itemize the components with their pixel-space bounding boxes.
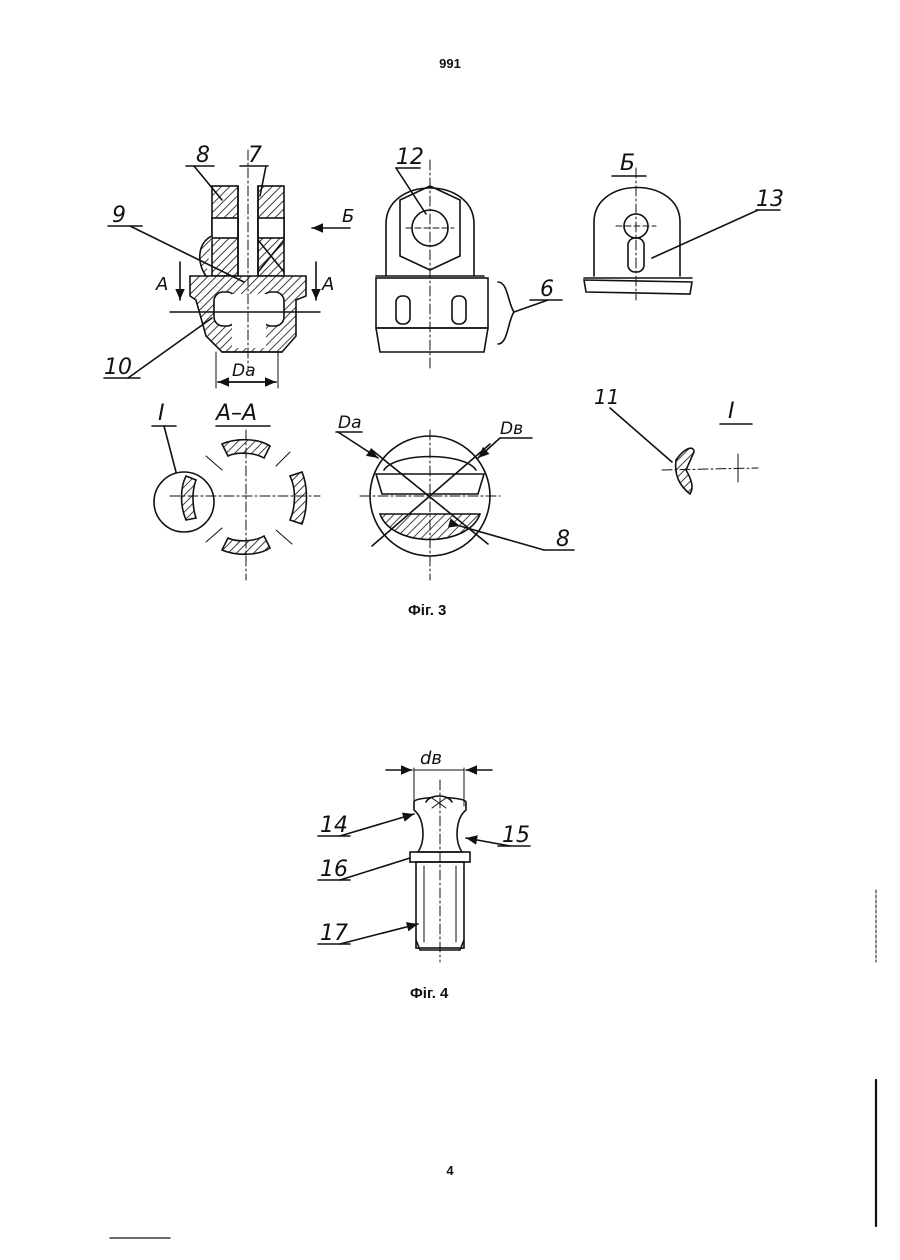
label-6: 6 xyxy=(540,277,554,302)
label-8: 8 xyxy=(196,143,210,168)
label-I-right: I xyxy=(728,399,735,424)
label-B-view: Б xyxy=(620,151,635,176)
label-7: 7 xyxy=(248,143,262,168)
label-8-circle: 8 xyxy=(556,527,570,552)
label-A-left: A xyxy=(155,274,168,295)
page-footer-number: 4 xyxy=(0,1163,900,1178)
label-13: 13 xyxy=(756,187,784,212)
label-14: 14 xyxy=(320,813,348,838)
section-view-left xyxy=(104,150,350,388)
label-11: 11 xyxy=(594,385,619,409)
figure-4-caption: Фіг. 4 xyxy=(410,985,448,1002)
label-A-right: A xyxy=(321,274,334,295)
figure-3-caption: Фіг. 3 xyxy=(408,602,446,619)
label-db: dв xyxy=(420,748,442,769)
label-17: 17 xyxy=(320,921,348,946)
label-9: 9 xyxy=(112,203,126,228)
section-A-A xyxy=(152,426,320,580)
label-10: 10 xyxy=(104,355,132,380)
label-16: 16 xyxy=(320,857,348,882)
label-Da: Dа xyxy=(232,361,256,381)
external-view-middle xyxy=(376,160,562,370)
view-B-right xyxy=(584,168,780,300)
label-A-A: A–A xyxy=(214,401,257,426)
stud-figure-4 xyxy=(318,768,530,962)
label-Da-circle: Dа xyxy=(338,413,362,433)
circular-section xyxy=(336,430,574,580)
label-I-left: I xyxy=(158,401,165,426)
detail-I xyxy=(610,408,758,494)
label-Db: Dв xyxy=(500,419,523,439)
label-12: 12 xyxy=(396,145,424,170)
label-15: 15 xyxy=(502,823,530,848)
label-B-arrow: Б xyxy=(342,206,354,227)
